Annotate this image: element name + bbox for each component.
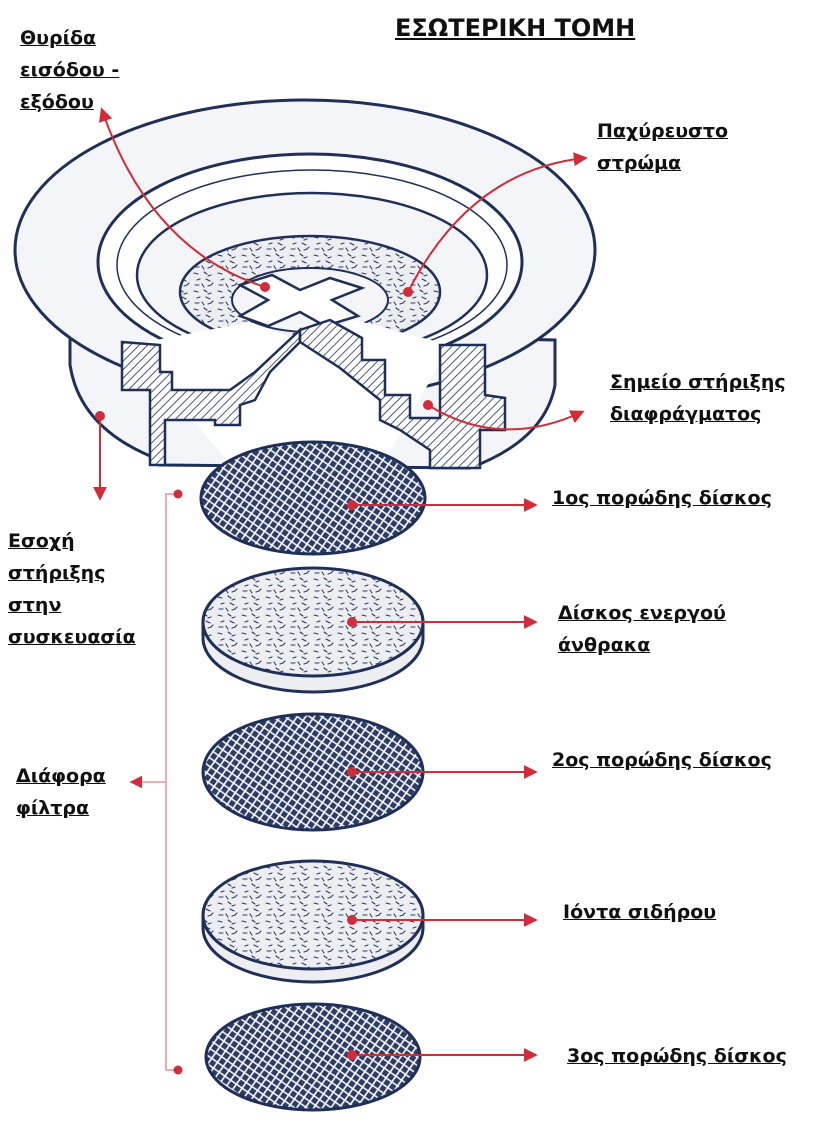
arrow-thick-layer [403,152,588,297]
arrow-disc1 [347,498,538,512]
arrow-disc3 [347,1048,538,1062]
label-recess-line: στην [8,594,62,616]
label-recess-line: Εσοχή [8,530,75,552]
cutaway-notch [130,320,450,470]
label-filters: Διάφορα φίλτρα [16,760,106,824]
filter-discs [199,440,427,1112]
filters-bracket [129,489,183,1075]
label-disc-carbon-line: Δίσκος ενεργού [558,602,726,624]
disc-activated-carbon [201,566,425,694]
cut-face-left [120,327,302,467]
inlet-cross [236,273,366,328]
label-support-point-line: Σημείο στήριξης [610,371,786,393]
label-disc-iron: Ιόντα σιδήρου [563,901,717,923]
label-disc2: 2ος πορώδης δίσκος [552,749,772,771]
label-filters-line: φίλτρα [16,797,90,819]
diagram-title: ΕΣΩΤΕΡΙΚΗ ΤΟΜΗ [395,14,636,42]
callout-arrows [93,107,588,1062]
label-thick-layer: Παχύρευστο στρώμα [597,115,728,179]
label-disc3: 3ος πορώδης δίσκος [567,1045,787,1067]
label-inlet: Θυρίδα εισόδου - εξόδου [20,22,119,118]
label-filters-line: Διάφορα [16,765,106,787]
label-inlet-line: εισόδου - [20,59,120,81]
disc-1-porous [199,440,427,556]
label-disc1: 1ος πορώδης δίσκος [552,487,772,509]
label-thick-layer-line: Παχύρευστο [597,120,729,142]
arrow-disc2 [347,765,538,779]
label-support-point-line: διαφράγματος [610,403,762,425]
arrow-inlet [99,107,270,292]
housing [13,98,597,470]
label-support-point: Σημείο στήριξης διαφράγματος [610,366,786,430]
arrow-recess [93,411,107,501]
label-disc-carbon: Δίσκος ενεργού άνθρακα [558,597,726,661]
label-recess-line: συσκευασία [8,626,136,648]
disc-iron-ions [201,859,425,984]
disc-3-porous [204,1002,422,1112]
cut-face-right [298,318,507,470]
label-thick-layer-line: στρώμα [597,152,682,174]
arrow-disc-carbon [347,615,538,629]
label-inlet-line: Θυρίδα [20,27,97,49]
label-inlet-line: εξόδου [20,91,94,113]
label-recess-line: στήριξης [8,562,106,584]
label-recess: Εσοχή στήριξης στην συσκευασία [8,525,136,653]
arrow-support-point [423,400,585,431]
arrow-disc-iron [347,913,538,927]
label-disc-carbon-line: άνθρακα [558,634,651,656]
